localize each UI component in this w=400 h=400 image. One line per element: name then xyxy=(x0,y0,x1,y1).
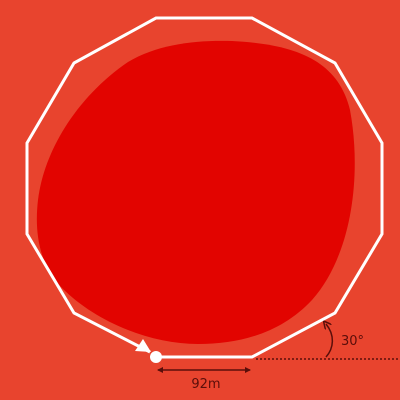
red-blob-area xyxy=(36,40,355,344)
turn-angle-arc xyxy=(326,324,334,358)
start-point-dot xyxy=(150,351,162,363)
side-length-label: 92m xyxy=(191,377,220,392)
direction-arrowhead xyxy=(135,339,151,352)
dodecagon-walking-path xyxy=(25,16,384,359)
turn-angle-label: 30° xyxy=(341,334,364,349)
